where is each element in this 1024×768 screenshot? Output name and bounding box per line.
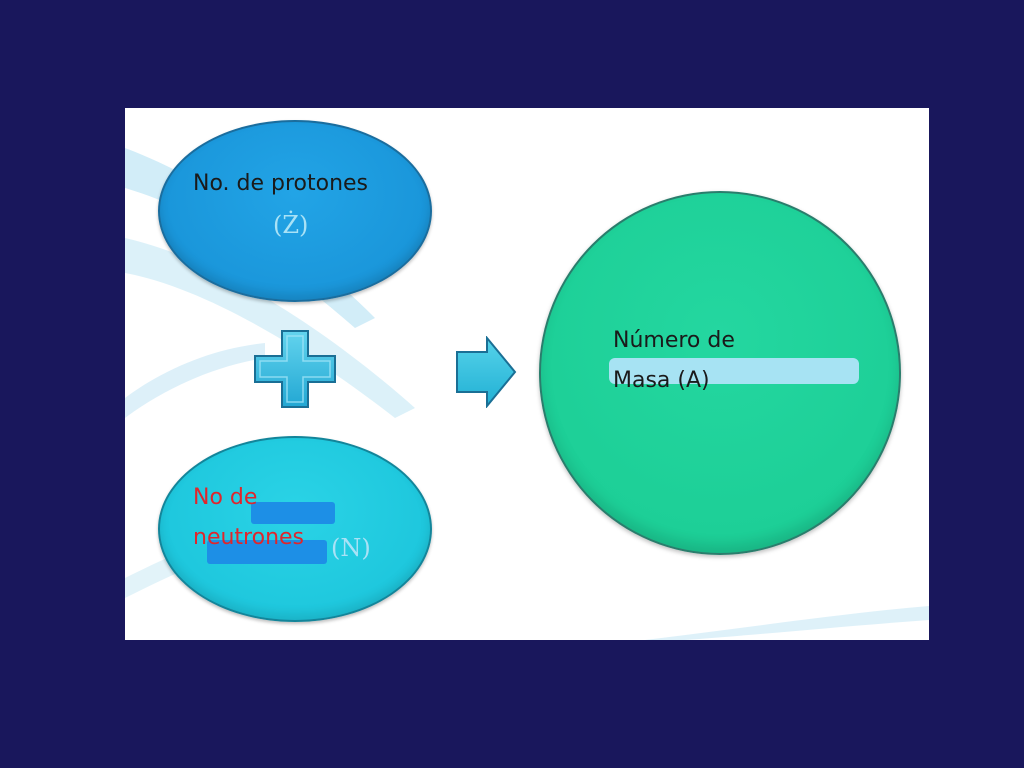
mass-label-line1: Número de <box>613 328 735 353</box>
protons-ellipse <box>158 120 432 302</box>
protons-symbol: (Ż) <box>273 211 309 239</box>
diagram-slide: No. de protones (Ż) No de neutrones (N) … <box>125 108 929 640</box>
neutrons-symbol: (N) <box>331 534 371 562</box>
neutrons-label-line2: neutrones <box>193 525 305 550</box>
neutrons-ellipse <box>158 436 432 622</box>
neutrons-highlight-top <box>251 502 335 524</box>
plus-icon <box>254 330 336 408</box>
arrow-right-icon <box>456 336 517 408</box>
protons-label: No. de protones <box>193 171 369 196</box>
neutrons-highlight-bottom <box>207 540 327 564</box>
mass-label-line2: Masa (A) <box>613 368 710 393</box>
mass-highlight <box>609 358 859 384</box>
neutrons-label-line1: No de <box>193 485 258 510</box>
